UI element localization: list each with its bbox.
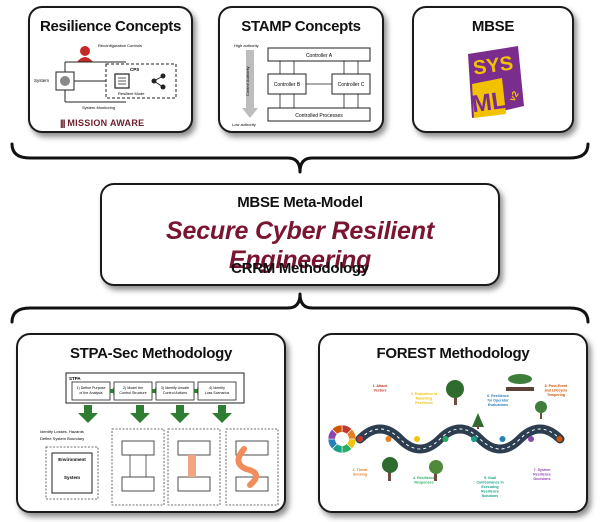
forest-stage-marker	[385, 436, 392, 442]
forest-stage-marker	[442, 436, 449, 442]
stamp-concepts-card: STAMP Concepts High authority Control Au…	[218, 6, 384, 133]
forest-stage-marker	[414, 436, 420, 442]
forest-stage-marker	[471, 436, 477, 442]
stpa-sec-card: STPA-Sec Methodology STPA 1) Define Purp…	[16, 333, 286, 513]
stamp-diagram: High authority Control Authority Low aut…	[232, 43, 371, 127]
mission-aware-logo: ||| MISSION AWARE	[60, 118, 145, 128]
low-authority-label: Low authority	[232, 122, 256, 127]
center-card: MBSE Meta-Model Secure Cyber Resilient E…	[100, 183, 500, 286]
stamp-concepts-title: STAMP Concepts	[241, 18, 361, 35]
stpa-sec-title: STPA-Sec Methodology	[69, 345, 233, 362]
cps-label: CPS	[130, 67, 139, 72]
controller-b-label: Controller B	[274, 82, 301, 88]
attacker-icon	[80, 46, 90, 56]
controlled-processes-label: Controlled Processes	[295, 113, 343, 119]
stpa-step-arrow	[152, 387, 156, 395]
monitoring-label: System Monitoring	[82, 105, 115, 110]
identify-losses-label: Identify Losses, Hazards	[40, 429, 84, 434]
resilient-mode-label: Resilient Mode	[118, 91, 145, 96]
top-brace	[10, 142, 590, 174]
authority-arrow	[242, 50, 258, 118]
stpa-step-arrow	[194, 387, 198, 395]
sysml-v2-text: v2	[507, 89, 521, 103]
meta-model-title: MBSE Meta-Model	[237, 194, 363, 211]
mission-aware-text: MISSION AWARE	[67, 118, 145, 128]
resilience-diagram: Reconfiguration Controls System CPS Resi…	[34, 43, 177, 110]
mbse-title: MBSE	[471, 18, 515, 35]
forest-stage-marker	[556, 436, 563, 442]
controller-c-label: Controller C	[338, 82, 365, 88]
sysml-logo: SYS ML v2	[468, 46, 524, 119]
reconfig-label: Reconfiguration Controls	[98, 43, 142, 48]
forest-stage-marker	[357, 436, 363, 442]
forest-stage-marker	[528, 436, 534, 442]
resilience-concepts-card: Resilience Concepts Reconfiguration Cont…	[28, 6, 193, 133]
control-authority-label: Control Authority	[245, 66, 250, 96]
secure-cyber-resilient-title: Secure Cyber Resilient Engineering	[166, 217, 434, 274]
high-authority-label: High authority	[234, 43, 259, 48]
forest-stage-marker	[499, 436, 506, 442]
tree-icon	[382, 380, 547, 481]
sysml-ml-text: ML	[470, 87, 508, 119]
mbse-card: MBSE SYS ML v2	[412, 6, 574, 133]
forest-wheel-center	[335, 432, 349, 446]
forest-title: FOREST Methodology	[376, 345, 530, 362]
system-label-stpa: System	[64, 475, 80, 480]
bottom-brace	[10, 292, 590, 324]
controller-a-label: Controller A	[306, 53, 333, 59]
stpa-step-arrow	[110, 387, 114, 395]
crrm-methodology-title: CRRM Methodology	[231, 260, 369, 277]
gear-icon	[60, 76, 70, 86]
stpa-step-box	[197, 381, 237, 401]
resilience-concepts-title: Resilience Concepts	[39, 18, 182, 35]
define-boundary-label: Define System Boundary	[40, 436, 84, 441]
system-label: System	[34, 78, 49, 83]
stpa-frame-label: STPA	[69, 376, 81, 381]
env-label: Environment	[58, 457, 86, 462]
bonsai-icon	[506, 374, 534, 391]
